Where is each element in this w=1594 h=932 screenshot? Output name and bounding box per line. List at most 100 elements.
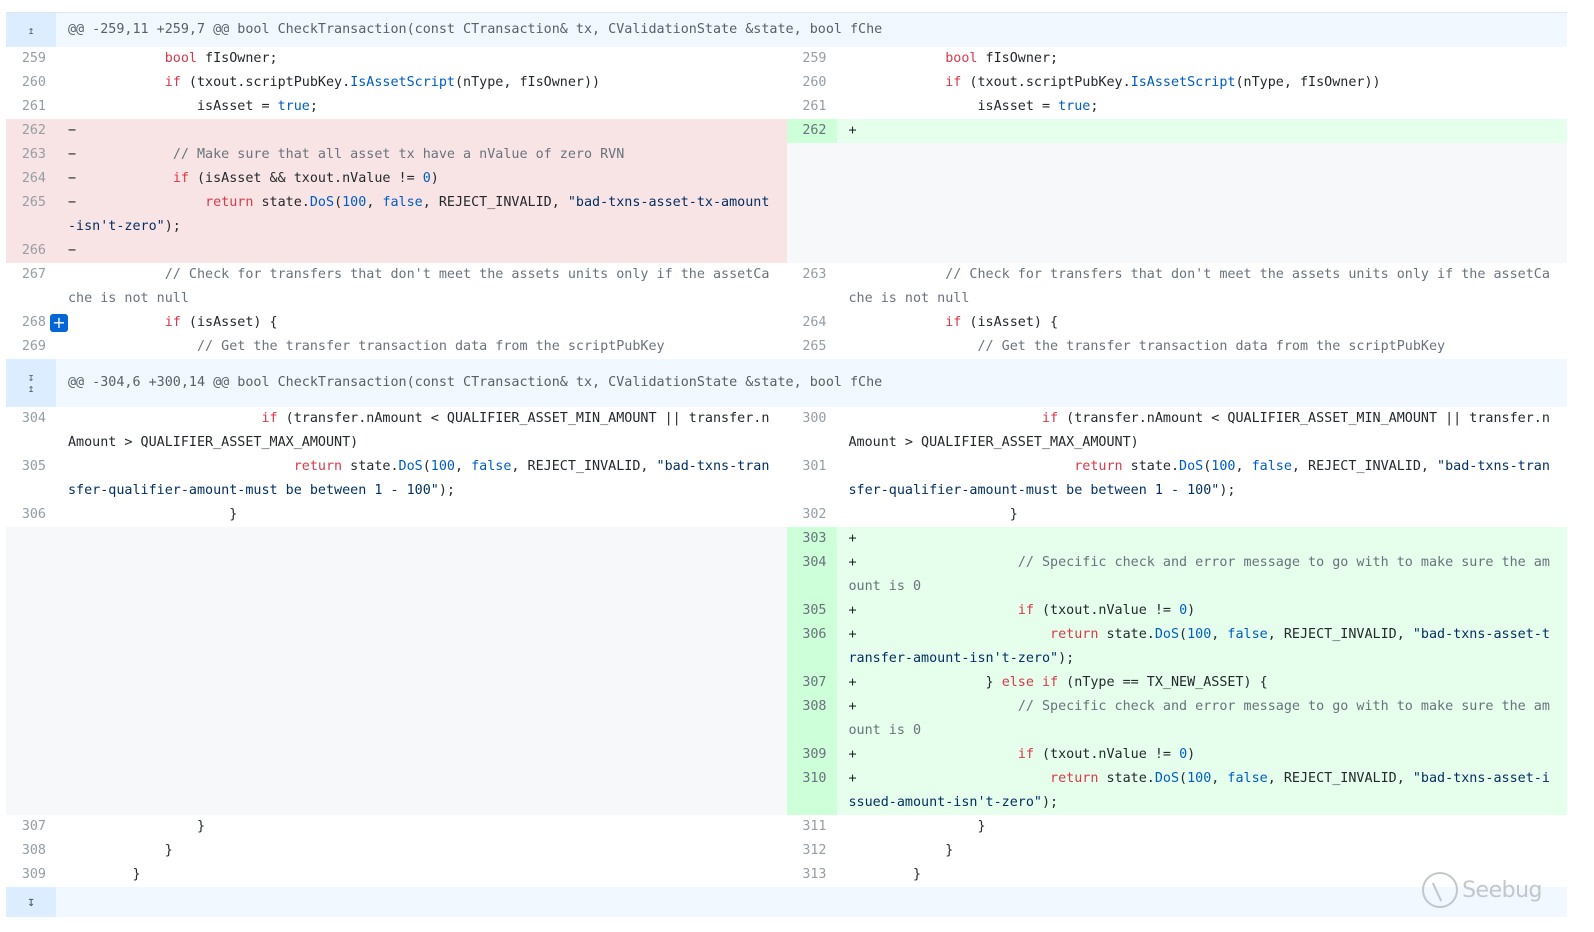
line-number[interactable]: 260 (21, 75, 46, 90)
right-line: 301 return state.DoS(100, false, REJECT_… (787, 455, 1568, 503)
line-number[interactable]: 264 (6, 167, 56, 191)
line-number[interactable]: 262 (786, 119, 837, 143)
left-line: 265− return state.DoS(100, false, REJECT… (6, 191, 787, 239)
line-number[interactable]: 306 (21, 507, 46, 522)
code-line (56, 551, 787, 599)
diff-sign: + (848, 675, 857, 690)
right-line: 312 } (787, 839, 1568, 863)
line-number[interactable]: 300 (802, 411, 827, 426)
left-line: 269 // Get the transfer transaction data… (6, 335, 787, 359)
line-number (6, 767, 56, 815)
diff-sign: + (848, 699, 857, 714)
code-line (56, 599, 787, 623)
line-number[interactable]: 259 (802, 51, 827, 66)
left-line (6, 743, 787, 767)
expand-up-button[interactable]: ↥ (6, 13, 56, 47)
line-number[interactable]: 262 (6, 119, 56, 143)
line-number[interactable]: 313 (802, 867, 827, 882)
line-number (786, 167, 837, 191)
line-number[interactable]: 303 (786, 527, 837, 551)
line-number[interactable]: 261 (21, 99, 46, 114)
line-number[interactable]: 269 (21, 339, 46, 354)
hunk-header: ↧ ↥ @@ -304,6 +300,14 @@ bool CheckTrans… (6, 359, 1567, 407)
line-number[interactable]: 305 (21, 459, 46, 474)
expand-both-button[interactable]: ↧ ↥ (6, 359, 56, 407)
line-number (6, 623, 56, 671)
hunk-footer: ↧ (6, 887, 1567, 917)
diff-row: 304+ // Specific check and error message… (6, 551, 1567, 599)
line-number[interactable]: 309 (786, 743, 837, 767)
line-number[interactable]: 265 (6, 191, 56, 239)
line-number[interactable]: 301 (802, 459, 827, 474)
diff-row: 260 if (txout.scriptPubKey.IsAssetScript… (6, 71, 1567, 95)
line-number[interactable]: 305 (786, 599, 837, 623)
line-number[interactable]: 307 (786, 671, 837, 695)
left-line (6, 767, 787, 815)
line-number[interactable]: 312 (802, 843, 827, 858)
code-line (836, 167, 1567, 191)
line-number[interactable]: 259 (21, 51, 46, 66)
line-number[interactable]: 309 (21, 867, 46, 882)
line-number[interactable]: 261 (802, 99, 827, 114)
line-number[interactable]: 302 (802, 507, 827, 522)
right-line: 313 } (787, 863, 1568, 887)
line-number[interactable]: 308 (21, 843, 46, 858)
hunk-header: ↥ @@ -259,11 +259,7 @@ bool CheckTransac… (6, 13, 1567, 47)
line-number[interactable]: 266 (6, 239, 56, 263)
diff-row: 307+ } else if (nType == TX_NEW_ASSET) { (6, 671, 1567, 695)
code-line (56, 695, 787, 743)
code-line: if (transfer.nAmount < QUALIFIER_ASSET_M… (68, 411, 770, 450)
diff-sign: + (848, 123, 857, 138)
code-line: } (68, 819, 206, 834)
expand-up-icon: ↥ (27, 23, 35, 37)
diff-row: 307 }311 } (6, 815, 1567, 839)
line-number[interactable]: 265 (802, 339, 827, 354)
line-number[interactable]: 310 (786, 767, 837, 815)
line-number[interactable]: 264 (802, 315, 827, 330)
line-number[interactable]: 308 (786, 695, 837, 743)
code-line: } (68, 843, 173, 858)
diff-row: 259 bool fIsOwner;259 bool fIsOwner; (6, 47, 1567, 71)
right-line: 261 isAsset = true; (787, 95, 1568, 119)
code-line (56, 767, 787, 815)
line-number[interactable]: 268+ (6, 311, 68, 335)
seebug-logo-icon (1422, 872, 1459, 908)
diff-row: 268+ if (isAsset) {264 if (isAsset) { (6, 311, 1567, 335)
line-number[interactable]: 311 (802, 819, 827, 834)
diff-sign: + (848, 747, 857, 762)
code-line: − if (isAsset && txout.nValue != 0) (56, 167, 787, 191)
diff-sign: + (848, 771, 857, 786)
code-line: + // Specific check and error message to… (836, 551, 1567, 599)
line-number[interactable]: 260 (802, 75, 827, 90)
left-line: 267 // Check for transfers that don't me… (6, 263, 787, 311)
line-number[interactable]: 304 (21, 411, 46, 426)
line-number[interactable]: 267 (21, 267, 46, 282)
right-line: 309+ if (txout.nValue != 0) (786, 743, 1567, 767)
code-line: return state.DoS(100, false, REJECT_INVA… (68, 459, 770, 498)
code-line: } (848, 843, 954, 858)
line-number[interactable]: 306 (786, 623, 837, 671)
expand-down-icon: ↧ (27, 371, 35, 384)
left-line (6, 599, 787, 623)
code-line: + } else if (nType == TX_NEW_ASSET) { (836, 671, 1567, 695)
code-line: } (848, 507, 1018, 522)
diff-row: 267 // Check for transfers that don't me… (6, 263, 1567, 311)
diff-row: 310+ return state.DoS(100, false, REJECT… (6, 767, 1567, 815)
right-line: 263 // Check for transfers that don't me… (787, 263, 1568, 311)
diff-row: 265− return state.DoS(100, false, REJECT… (6, 191, 1567, 239)
line-number[interactable]: 304 (786, 551, 837, 599)
line-number (6, 671, 56, 695)
expand-down-button[interactable]: ↧ (6, 887, 56, 917)
code-line: bool fIsOwner; (164, 51, 278, 66)
code-line: // Get the transfer transaction data fro… (977, 339, 1446, 354)
add-comment-button[interactable]: + (50, 314, 68, 332)
code-line: // Check for transfers that don't meet t… (68, 267, 770, 306)
right-line: 262 + (786, 119, 1567, 143)
line-number[interactable]: 307 (21, 819, 46, 834)
line-number[interactable]: 263 (6, 143, 56, 167)
right-line: 303+ (786, 527, 1567, 551)
diff-row: 306+ return state.DoS(100, false, REJECT… (6, 623, 1567, 671)
code-line: − (56, 239, 787, 263)
line-number[interactable]: 263 (802, 267, 827, 282)
code-line (56, 527, 787, 551)
